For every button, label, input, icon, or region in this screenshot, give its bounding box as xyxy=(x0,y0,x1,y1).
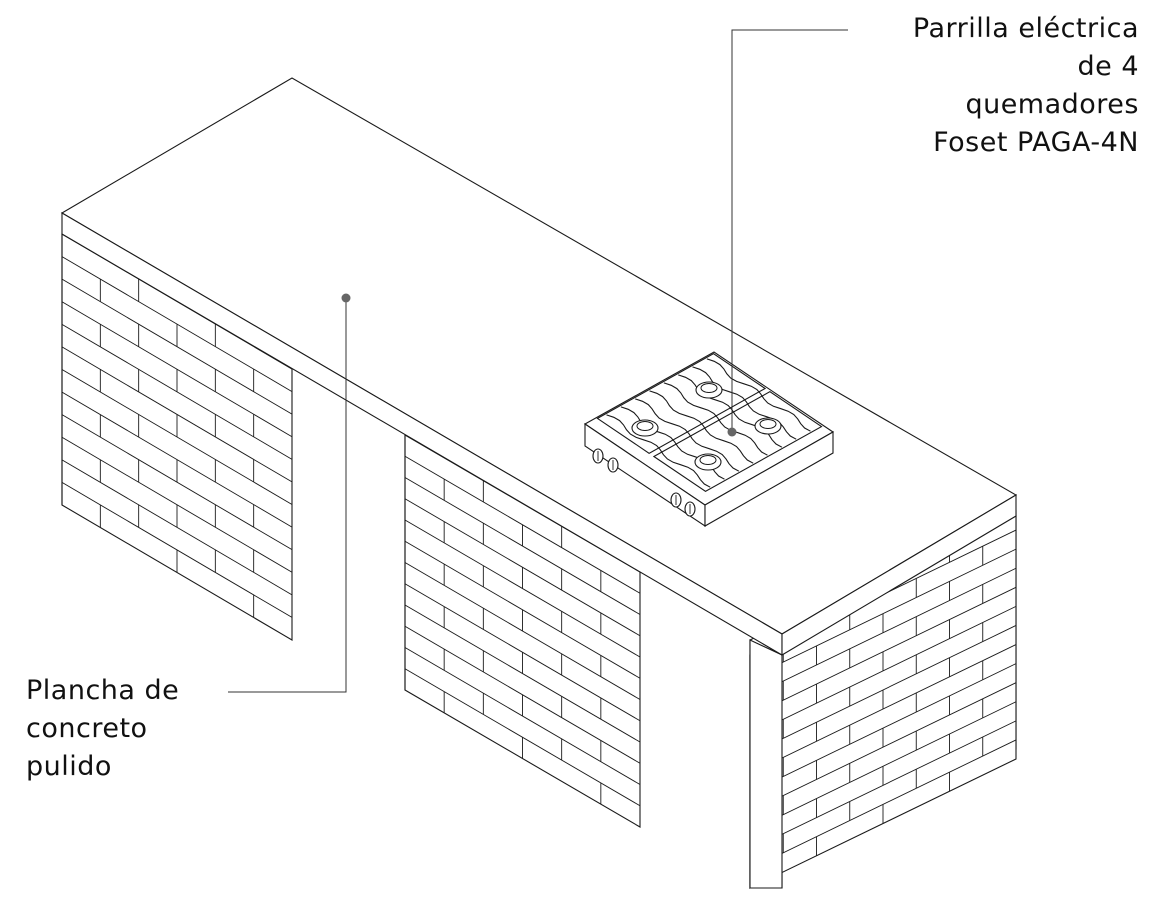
grate-frame xyxy=(652,391,823,492)
burner-icon xyxy=(754,417,782,435)
grate-bar xyxy=(606,414,711,488)
cooktop-side-face xyxy=(704,431,834,527)
leader-line-slab xyxy=(228,293,351,693)
grate-bar xyxy=(649,390,754,464)
concrete-slab xyxy=(60,77,1018,656)
callout-stove-line-2: de 4 xyxy=(1077,51,1139,82)
burner-icon xyxy=(694,453,722,471)
callout-slab-line-1: Plancha de xyxy=(26,675,180,706)
leader-dot-stove xyxy=(727,427,737,437)
callout-slab-line-2: concreto xyxy=(26,713,148,744)
grate-frame xyxy=(596,353,767,454)
leader-dot-slab xyxy=(341,293,351,303)
grate-bar xyxy=(663,382,768,456)
slab-side-face xyxy=(781,494,1017,656)
grate-bar xyxy=(635,398,740,472)
callout-slab-line-3: pulido xyxy=(26,751,112,782)
callout-stove-label: Parrilla eléctrica de 4 quemadores Foset… xyxy=(913,10,1139,162)
burner-icon xyxy=(695,381,723,399)
burner-cap xyxy=(636,421,654,431)
burner-cap xyxy=(700,383,718,393)
grate-bar xyxy=(692,366,797,440)
callout-stove-line-3: quemadores xyxy=(965,89,1139,120)
callout-stove-line-4: Foset PAGA-4N xyxy=(933,127,1139,158)
leader-line-stove xyxy=(727,29,848,437)
four-burner-cooktop xyxy=(583,351,835,528)
cooktop-burners xyxy=(631,381,782,471)
grate-bar xyxy=(706,358,811,432)
burner-icon xyxy=(631,419,659,437)
burner-cap xyxy=(759,419,777,429)
pillar-side-face xyxy=(749,639,783,889)
callout-slab-label: Plancha de concreto pulido xyxy=(26,672,179,786)
burner-cap xyxy=(699,455,717,465)
callout-stove-line-1: Parrilla eléctrica xyxy=(912,13,1139,44)
cooktop-knobs xyxy=(592,448,696,517)
